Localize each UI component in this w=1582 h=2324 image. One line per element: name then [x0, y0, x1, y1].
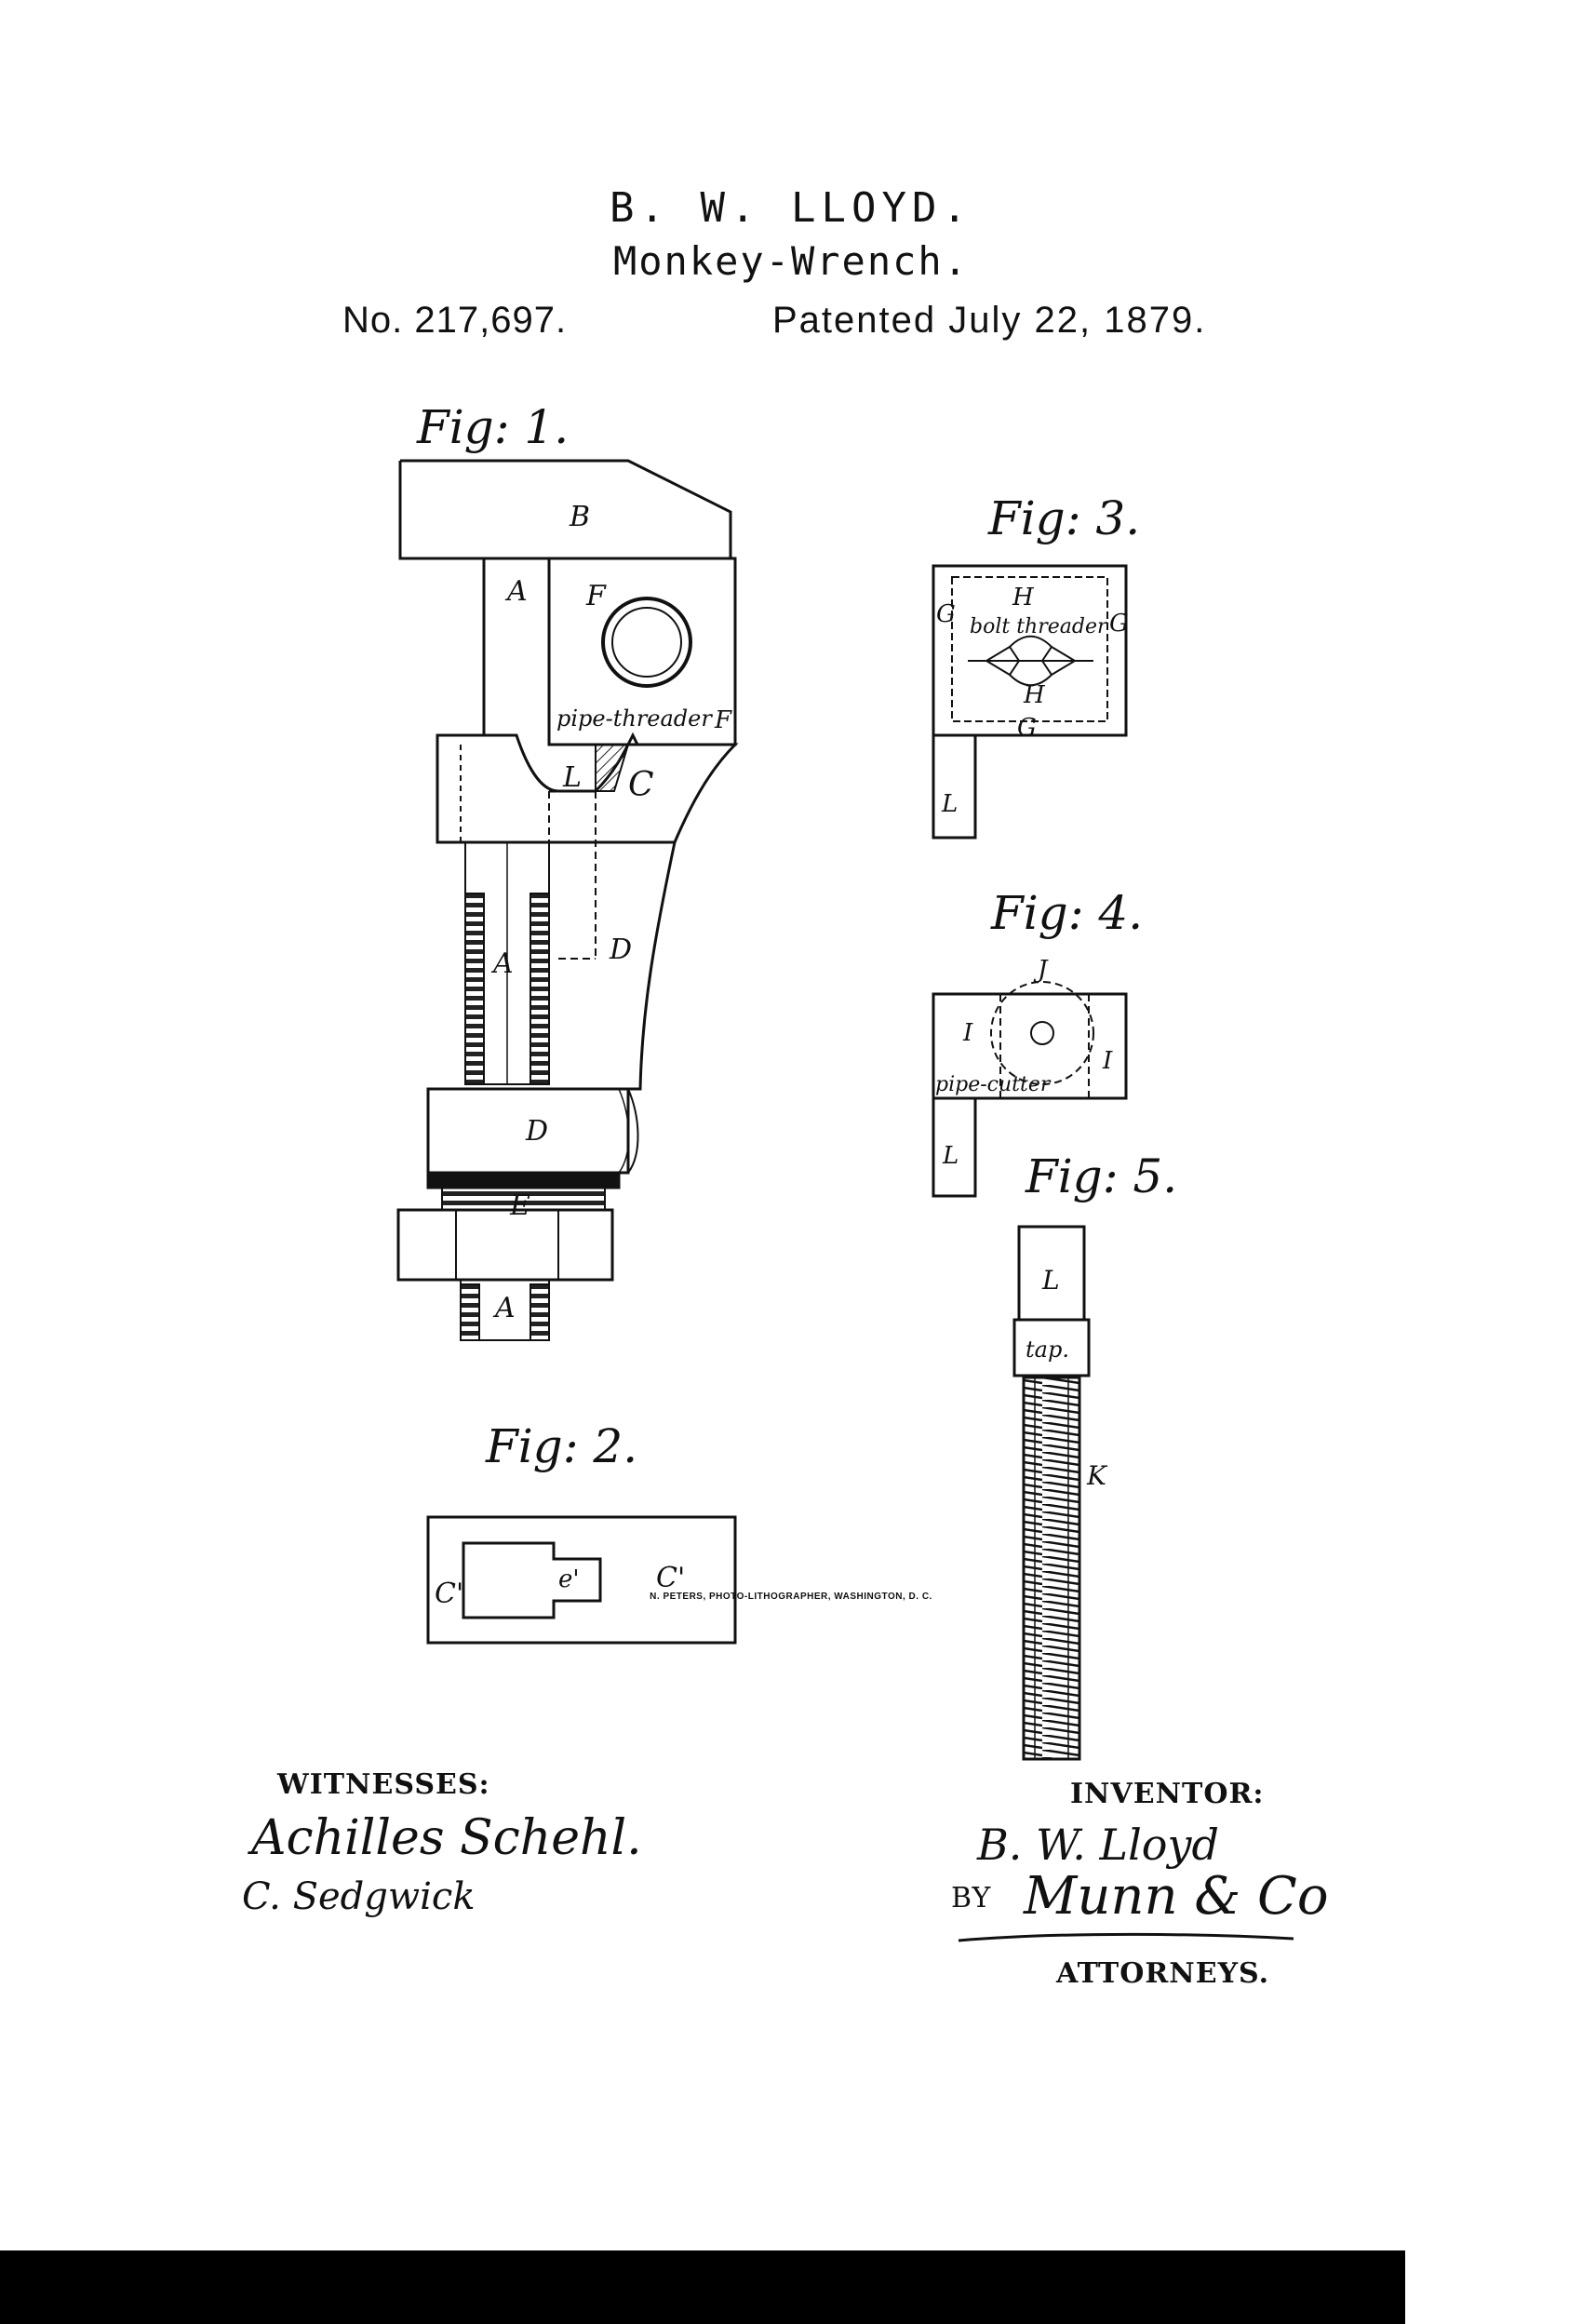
fig4-label-j: J	[1033, 956, 1049, 984]
fig3-label-g-bottom: G	[1017, 714, 1037, 742]
fig5-label-k: K	[1086, 1460, 1108, 1491]
fig1-inscription: pipe-threader	[556, 705, 713, 732]
by-label: BY	[951, 1882, 992, 1914]
fig2-label-c-right: C'	[656, 1562, 685, 1594]
fig3-label-l: L	[941, 790, 958, 818]
fig1-label-a-upper: A	[504, 575, 528, 608]
fig5-drawing	[1012, 1225, 1091, 1761]
attorneys-label: ATTORNEYS.	[1056, 1957, 1270, 1990]
fig1-label-d-nut: D	[525, 1115, 548, 1148]
fig1-drawing	[396, 459, 739, 1341]
fig3-label-h-bottom: H	[1023, 681, 1046, 709]
fig1-jaw-top	[400, 459, 732, 560]
fig1-label-f-lower: F	[714, 706, 732, 734]
fig5-label: Fig: 5.	[1026, 1149, 1178, 1203]
fig1-head-outline	[398, 461, 677, 1091]
fig1-label-d-side: D	[609, 934, 632, 966]
inventor-heading: INVENTOR:	[1070, 1778, 1265, 1810]
fig5-label-l: L	[1041, 1265, 1060, 1296]
witness-1-signature: Achilles Schehl.	[251, 1810, 642, 1866]
patent-title: Monkey-Wrench.	[612, 238, 969, 284]
fig4-label: Fig: 4.	[991, 886, 1144, 940]
fig2-label-c-left: C'	[435, 1578, 463, 1610]
fig2-label-e: e'	[558, 1565, 580, 1593]
fig2-label: Fig: 2.	[486, 1419, 638, 1473]
fig1-label-f-upper: F	[585, 580, 607, 612]
patent-number: No. 217,697.	[342, 300, 568, 341]
inventor-name: B. W. LLOYD.	[610, 184, 972, 232]
fig1-label-a-middle: A	[490, 947, 514, 980]
witnesses-heading: WITNESSES:	[277, 1768, 490, 1801]
fig3-label-g-right: G	[1109, 610, 1129, 638]
fig4-drawing	[932, 981, 1128, 1198]
fig1-label-b: B	[569, 501, 590, 533]
fig1-label: Fig: 1.	[417, 400, 570, 454]
inventor-signature: B. W. Lloyd	[977, 1820, 1219, 1870]
fig4-part-labels: J I I pipe-cutter L	[935, 956, 1113, 1170]
fig3-label-h-top: H	[1012, 584, 1035, 611]
fig2-part-labels: C' e' C'	[435, 1562, 685, 1610]
scan-edge-bar	[0, 2250, 1405, 2324]
witness-2-signature: C. Sedgwick	[242, 1875, 476, 1918]
fig5-part-labels: L tap. K	[1026, 1265, 1108, 1491]
fig3-label: Fig: 3.	[988, 491, 1141, 545]
lithographer-credit: N. PETERS, PHOTO-LITHOGRAPHER, WASHINGTO…	[650, 1592, 932, 1602]
fig3-inscription: bolt threader	[970, 615, 1108, 638]
fig1-label-l: L	[562, 761, 582, 794]
fig1-label-a-lower: A	[492, 1292, 516, 1324]
fig1-label-c: C	[628, 766, 654, 804]
fig1-label-e: E	[509, 1189, 530, 1222]
fig3-drawing	[932, 564, 1128, 840]
fig3-label-g-left: G	[936, 600, 956, 628]
fig5-inscription: tap.	[1026, 1337, 1069, 1363]
fig3-part-labels: H bolt threader G G H G L	[936, 584, 1129, 818]
fig1-part-labels: B A F pipe-threader F L C D A D E A	[490, 501, 732, 1324]
attorney-signature: Munn & Co	[1024, 1866, 1329, 1927]
fig4-inscription: pipe-cutter	[935, 1073, 1052, 1096]
fig2-drawing	[426, 1515, 737, 1645]
fig4-label-i-left: I	[962, 1019, 973, 1047]
fig4-label-l: L	[942, 1142, 959, 1170]
patent-date: Patented July 22, 1879.	[772, 300, 1207, 341]
fig4-label-i-right: I	[1102, 1047, 1113, 1075]
